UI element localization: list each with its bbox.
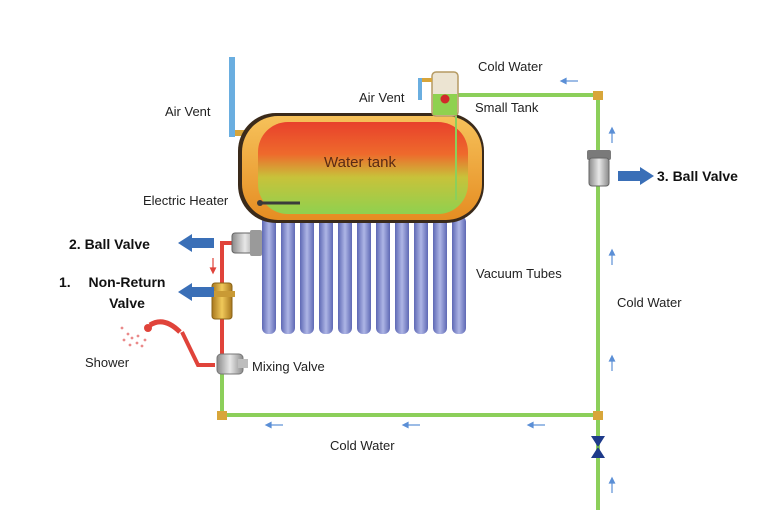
water-tank-label: Water tank bbox=[324, 154, 396, 171]
air-vent-left-label: Air Vent bbox=[165, 104, 211, 119]
electric-heater-label: Electric Heater bbox=[143, 193, 229, 208]
air-vent-right-label: Air Vent bbox=[359, 90, 405, 105]
vacuum-tubes-label: Vacuum Tubes bbox=[476, 266, 562, 281]
ball-valve-2-label: 2. Ball Valve bbox=[69, 236, 150, 252]
non-return-label-line1: Non-Return bbox=[88, 274, 166, 290]
non-return-label-line2: Valve bbox=[109, 295, 145, 311]
vacuum-tubes bbox=[262, 216, 466, 334]
water-tank bbox=[238, 113, 484, 223]
shower-head-icon bbox=[120, 319, 182, 348]
pipe-joint-bottom-right bbox=[593, 411, 603, 420]
mixing-valve-icon[interactable] bbox=[216, 353, 248, 375]
shower-label: Shower bbox=[85, 355, 130, 370]
mixing-valve-label: Mixing Valve bbox=[252, 359, 325, 374]
cold-water-bottom-label: Cold Water bbox=[330, 438, 395, 453]
pipe-joint-top-right bbox=[593, 91, 603, 100]
ball-valve-icon[interactable] bbox=[231, 230, 262, 256]
non-return-number: 1. bbox=[59, 274, 71, 290]
ball-valve-right-icon[interactable] bbox=[587, 150, 611, 187]
small-tank-label: Small Tank bbox=[475, 100, 539, 115]
arrow-left-icon bbox=[178, 283, 214, 301]
arrow-left-icon bbox=[178, 234, 214, 252]
cold-water-right-label: Cold Water bbox=[617, 295, 682, 310]
cold-water-top-label: Cold Water bbox=[478, 59, 543, 74]
ball-valve-3-label: 3. Ball Valve bbox=[657, 168, 738, 184]
gate-valve-icon[interactable] bbox=[591, 436, 605, 458]
small-tank bbox=[418, 71, 459, 200]
arrow-right-icon bbox=[618, 167, 654, 185]
pipe-joint-bottom-left bbox=[217, 411, 227, 420]
brass-valve-icon[interactable] bbox=[209, 282, 235, 320]
flow-arrows bbox=[209, 77, 616, 493]
